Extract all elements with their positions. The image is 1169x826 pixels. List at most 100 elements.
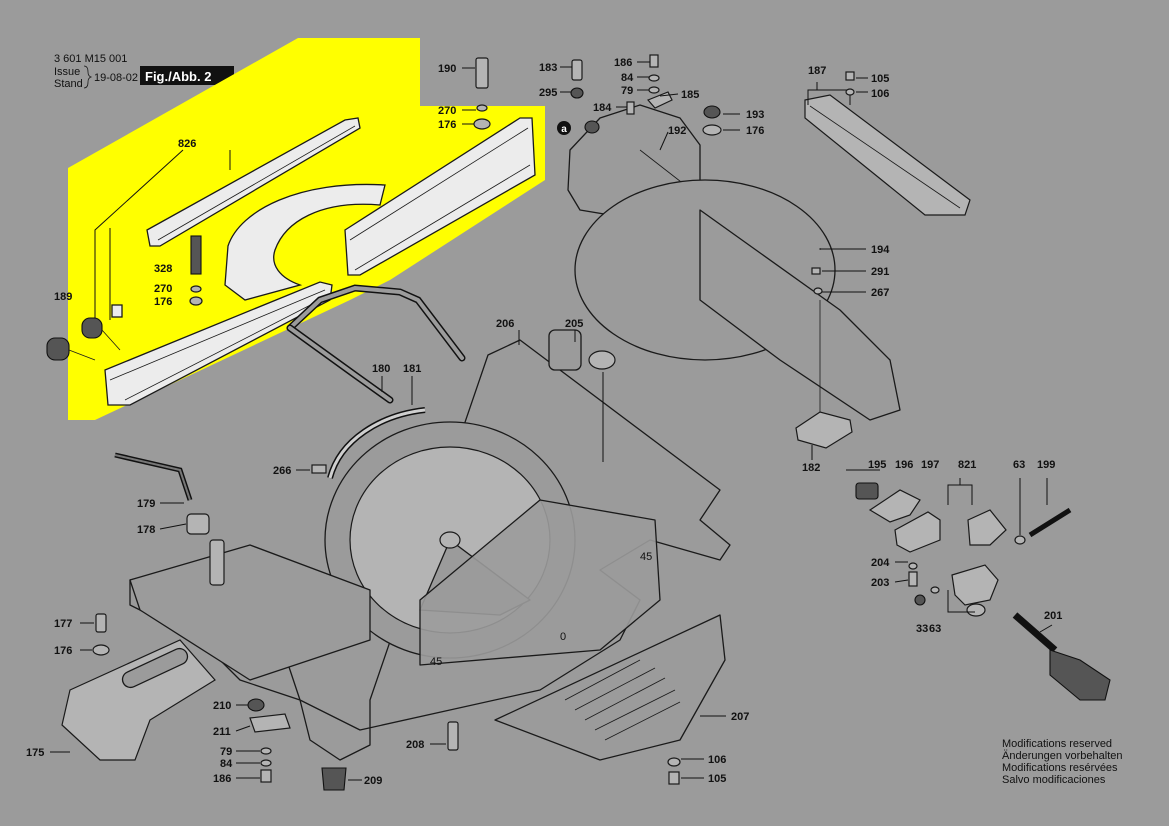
label-207: 207 [731, 711, 749, 723]
handle-assembly [855, 478, 1111, 701]
label-266: 266 [273, 465, 291, 477]
label-270-a: 270 [154, 283, 172, 295]
nut-210 [247, 698, 265, 712]
part-number: 3 601 M15 001 [54, 53, 127, 65]
miter-scale-right: 45 [640, 551, 652, 563]
label-63-a: 63 [1013, 459, 1025, 471]
label-205: 205 [565, 318, 583, 330]
label-179: 179 [137, 498, 155, 510]
fence-pin [111, 304, 123, 318]
note-es: Salvo modificaciones [1002, 774, 1106, 786]
fence-curved-plate [224, 183, 386, 301]
screw-328 [190, 235, 202, 275]
knob-178 [186, 513, 210, 535]
part-labels: 826 189 328 270 176 190 270 176 183 295 … [26, 57, 1062, 787]
screw-186-lower [260, 769, 272, 783]
stand-label: Stand [54, 78, 83, 90]
screw-208 [447, 721, 459, 751]
screw-177 [95, 613, 107, 633]
label-106-b: 106 [708, 754, 726, 766]
label-178: 178 [137, 524, 155, 536]
label-176-c: 176 [746, 125, 764, 137]
label-180: 180 [372, 363, 390, 375]
rail-187 [804, 71, 971, 216]
label-176-d: 176 [54, 645, 72, 657]
screw-stack-190 [473, 57, 491, 130]
drawing-header: 3 601 M15 001 Issue Stand 19-08-02 Fig./… [54, 53, 234, 90]
extension-175 [61, 639, 216, 761]
fence-assembly [46, 117, 536, 406]
header-brace [83, 65, 93, 89]
label-187: 187 [808, 65, 826, 77]
label-196: 196 [895, 459, 913, 471]
fence-826 [146, 117, 361, 247]
cover-207 [494, 614, 726, 761]
label-105-b: 105 [708, 773, 726, 785]
label-826: 826 [178, 138, 196, 150]
miter-scale-left: 45 [430, 656, 442, 668]
screw-105-lower [668, 771, 680, 785]
label-192: 192 [668, 125, 686, 137]
miter-scale-center: 0 [560, 631, 566, 643]
label-63-b: 63 [929, 623, 941, 635]
saw-base [129, 329, 731, 761]
label-184: 184 [593, 102, 612, 114]
washer-176 [189, 296, 203, 306]
label-206: 206 [496, 318, 514, 330]
washer-176-lower [92, 644, 110, 656]
label-176-a: 176 [154, 296, 172, 308]
foot-209 [321, 767, 347, 791]
washer-84 [260, 759, 272, 767]
screw-266 [311, 464, 327, 474]
label-208: 208 [406, 739, 424, 751]
label-105-a: 105 [871, 73, 889, 85]
pad-182 [795, 411, 853, 449]
label-84-a: 84 [621, 72, 634, 84]
label-175: 175 [26, 747, 44, 759]
clamp-211 [249, 713, 291, 733]
label-177: 177 [54, 618, 72, 630]
marker-a-circle [557, 121, 571, 135]
label-209: 209 [364, 775, 382, 787]
knob-189-a [46, 337, 96, 361]
label-194: 194 [871, 244, 890, 256]
label-190: 190 [438, 63, 456, 75]
label-204: 204 [871, 557, 890, 569]
figure-label-box [140, 66, 234, 85]
label-270-b: 270 [438, 105, 456, 117]
marker-a-label: a [561, 124, 567, 135]
label-186-a: 186 [614, 57, 632, 69]
washer-79 [260, 747, 272, 755]
label-79-b: 79 [220, 746, 232, 758]
turntable-194 [574, 179, 901, 421]
label-195: 195 [868, 459, 886, 471]
label-328: 328 [154, 263, 172, 275]
rod-180 [286, 284, 466, 404]
label-210: 210 [213, 700, 231, 712]
label-291: 291 [871, 266, 889, 278]
modification-notes: Modifications reserved Änderungen vorbeh… [1002, 738, 1122, 786]
issue-label: Issue [54, 66, 80, 78]
fence-right [344, 117, 536, 276]
label-185: 185 [681, 89, 699, 101]
label-821: 821 [958, 459, 976, 471]
note-de: Änderungen vorbehalten [1002, 750, 1122, 762]
washer-270 [190, 285, 202, 293]
label-189: 189 [54, 291, 72, 303]
label-295: 295 [539, 87, 557, 99]
label-203: 203 [871, 577, 889, 589]
label-176-b: 176 [438, 119, 456, 131]
label-84-b: 84 [220, 758, 233, 770]
label-201: 201 [1044, 610, 1062, 622]
knob-189-b [81, 317, 121, 351]
issue-date: 19-08-02 [94, 72, 138, 84]
label-181: 181 [403, 363, 421, 375]
washer-106-lower [667, 757, 681, 767]
miter-scale: 45 0 45 [430, 551, 652, 668]
figure-label: Fig./Abb. 2 [145, 69, 211, 84]
label-33: 33 [916, 623, 928, 635]
label-183: 183 [539, 62, 557, 74]
note-en: Modifications reserved [1002, 738, 1112, 750]
label-106-a: 106 [871, 88, 889, 100]
